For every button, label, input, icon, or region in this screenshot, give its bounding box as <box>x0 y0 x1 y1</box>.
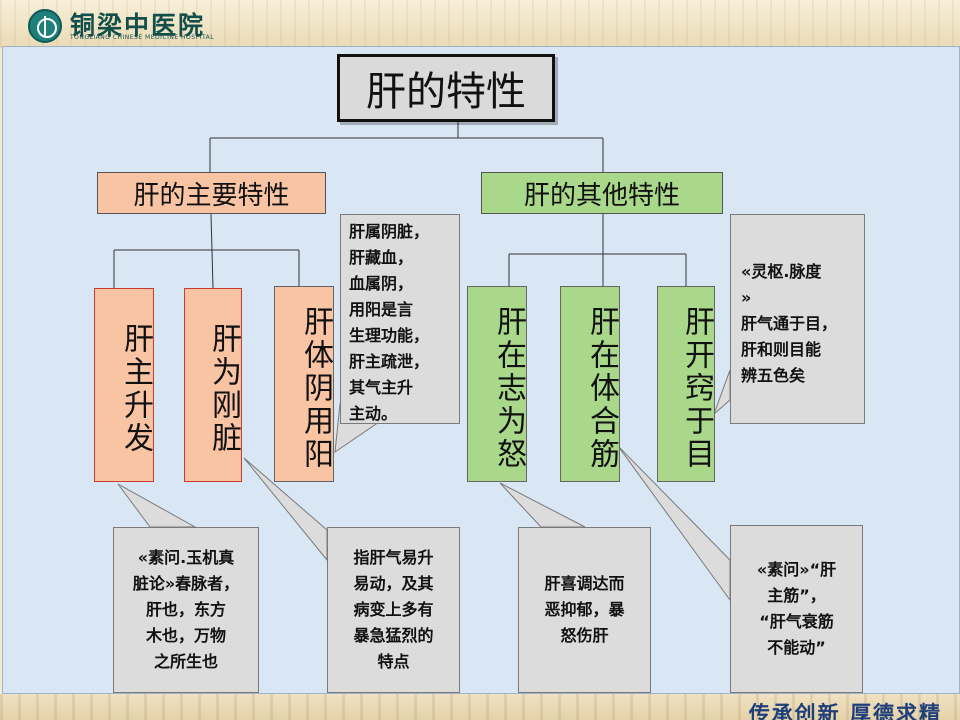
hospital-logo-icon <box>28 9 62 43</box>
hospital-name-english: TONGLIANG CHINESE MEDICINE HOSPITAL <box>70 34 215 41</box>
hospital-name: 铜梁中医院 <box>70 11 206 40</box>
main-item-gangzang: 肝为刚脏 <box>184 288 242 482</box>
callout-jin: «素问»“肝 主筋”， “肝气衰筋 不能动” <box>730 525 863 693</box>
header-banner <box>0 0 960 48</box>
callout-gangzang: 指肝气易升 易动，及其 病变上多有 暴急猛烈的 特点 <box>327 527 460 693</box>
main-item-yin-yang: 肝体阴用阳 <box>274 286 334 482</box>
callout-nu: 肝喜调达而 恶抑郁，暴 怒伤肝 <box>518 527 651 693</box>
main-item-shengfa: 肝主升发 <box>94 288 154 482</box>
other-item-jin: 肝在体合筋 <box>560 286 620 482</box>
footer-banner <box>0 694 960 720</box>
other-item-eyes: 肝开窍于目 <box>657 286 715 482</box>
other-characteristics-box: 肝的其他特性 <box>481 172 723 214</box>
other-item-nu: 肝在志为怒 <box>467 286 527 482</box>
callout-eyes: «灵枢.脉度 » 肝气通于目， 肝和则目能 辨五色矣 <box>730 214 865 424</box>
callout-yin-yang: 肝属阴脏， 肝藏血， 血属阴， 用阳是言 生理功能， 肝主疏泄， 其气主升 主动… <box>340 214 460 424</box>
footer-motto: 传承创新 厚德求精 <box>748 701 942 720</box>
main-characteristics-box: 肝的主要特性 <box>97 172 326 214</box>
diagram-title: 肝的特性 <box>337 54 555 122</box>
callout-shengfa: «素问.玉机真 脏论»春脉者， 肝也，东方 木也，万物 之所生也 <box>113 527 259 693</box>
